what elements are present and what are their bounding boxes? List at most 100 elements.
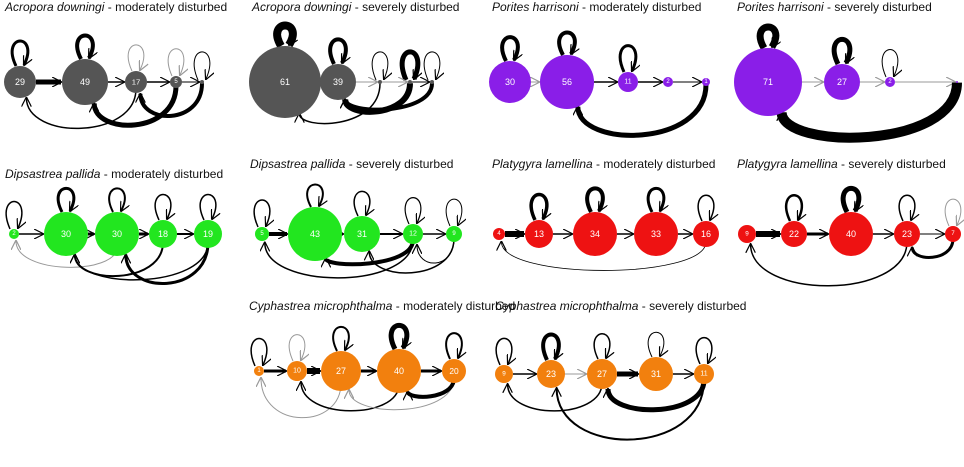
condition-label: moderately disturbed: [603, 157, 715, 171]
self-loop: [557, 30, 575, 55]
node-count: 30: [112, 229, 122, 239]
species-name: Acropora downingi: [251, 0, 352, 14]
node-count: 11: [700, 371, 707, 378]
self-loop: [56, 186, 74, 212]
node-circle: [639, 357, 673, 391]
node-circle: [540, 55, 594, 109]
node-circle: [537, 360, 565, 388]
size-class-node: 40: [377, 349, 421, 393]
node-circle: [489, 61, 531, 103]
panel-1: Acropora downingi - moderately disturbed…: [4, 0, 227, 130]
self-loop: [399, 49, 418, 80]
panel-title: Cyphastrea microphthalma - severely dist…: [495, 299, 746, 313]
size-class-node: 2: [9, 229, 19, 239]
node-circle: [956, 81, 958, 83]
node-circle: [702, 78, 710, 86]
node-circle: [885, 77, 895, 87]
size-class-node: 4: [493, 228, 505, 240]
size-class-node: 9: [738, 225, 756, 243]
edges: [253, 183, 462, 279]
self-loop: [75, 33, 93, 59]
panel-5: Dipsastrea pallida - moderately disturbe…: [5, 167, 223, 285]
size-class-node: 23: [537, 360, 565, 388]
size-class-node: 30: [95, 212, 139, 256]
edges: [10, 33, 210, 130]
node-count: 23: [546, 369, 556, 379]
size-class-node: [408, 80, 412, 84]
self-loop: [495, 337, 512, 365]
self-loop: [445, 198, 462, 226]
self-loop: [273, 21, 293, 49]
size-class-node: [200, 80, 204, 84]
self-loop: [154, 193, 171, 220]
node-count: 71: [763, 77, 773, 87]
node-count: 27: [837, 77, 847, 87]
node-circle: [408, 80, 412, 84]
backward-transition: [369, 238, 455, 274]
backward-transition: [508, 382, 603, 412]
node-count: 12: [409, 231, 417, 238]
backward-transition: [301, 382, 400, 412]
size-class-node: 27: [587, 359, 617, 389]
node-count: 30: [505, 77, 515, 87]
size-class-node: 23: [894, 221, 920, 247]
panel-6: Dipsastrea pallida - severely disturbed5…: [250, 157, 462, 279]
node-count: 9: [502, 371, 506, 378]
self-loop: [328, 37, 346, 64]
node-count: 40: [394, 366, 404, 376]
panel-2: Acropora downingi - severely disturbed61…: [249, 0, 459, 125]
size-class-node: 30: [44, 212, 88, 256]
self-loop: [840, 185, 859, 214]
node-circle: [344, 216, 380, 252]
node-count: 39: [333, 77, 343, 87]
node-count: 5: [174, 79, 178, 85]
node-circle: [378, 80, 382, 84]
panel-title: Acropora downingi - moderately disturbed: [4, 0, 227, 14]
self-loop: [646, 186, 664, 212]
backward-transition: [408, 377, 456, 397]
self-loop: [193, 51, 210, 80]
size-class-node: 71: [734, 48, 802, 116]
self-loop: [353, 190, 370, 216]
title-separator: -: [824, 0, 835, 14]
species-name: Dipsastrea pallida: [5, 167, 101, 181]
panel-title: Acropora downingi - severely disturbed: [251, 0, 459, 14]
size-class-node: 49: [62, 59, 108, 105]
backward-transition: [782, 82, 962, 143]
backward-transition: [557, 379, 705, 441]
size-class-node: 56: [540, 55, 594, 109]
node-circle: [781, 221, 807, 247]
node-count: 30: [61, 229, 71, 239]
size-class-node: 31: [639, 357, 673, 391]
node-count: 13: [534, 229, 544, 239]
condition-label: severely disturbed: [649, 299, 746, 313]
condition-label: moderately disturbed: [403, 299, 515, 313]
backward-transition: [501, 242, 707, 271]
node-circle: [287, 361, 307, 381]
size-class-node: 30: [489, 61, 531, 103]
size-class-node: 1: [702, 78, 710, 86]
node-count: 33: [651, 229, 661, 239]
node-circle: [288, 207, 342, 261]
self-loop: [585, 186, 603, 212]
self-loop: [253, 199, 270, 227]
self-loop: [881, 49, 898, 77]
species-name: Cyphastrea microphthalma: [495, 299, 639, 313]
size-class-node: 40: [829, 212, 873, 256]
node-circle: [95, 212, 139, 256]
condition-label: moderately disturbed: [111, 167, 223, 181]
node-circle: [829, 212, 873, 256]
title-separator: -: [104, 0, 115, 14]
node-circle: [734, 48, 802, 116]
size-class-node: 9: [446, 226, 462, 242]
condition-label: severely disturbed: [848, 157, 945, 171]
size-class-node: 7: [945, 226, 961, 242]
node-count: 27: [336, 366, 346, 376]
node-count: 56: [562, 77, 572, 87]
node-circle: [62, 59, 108, 105]
backward-transition: [299, 83, 381, 125]
species-name: Porites harrisoni: [737, 0, 824, 14]
edges: [500, 30, 709, 138]
